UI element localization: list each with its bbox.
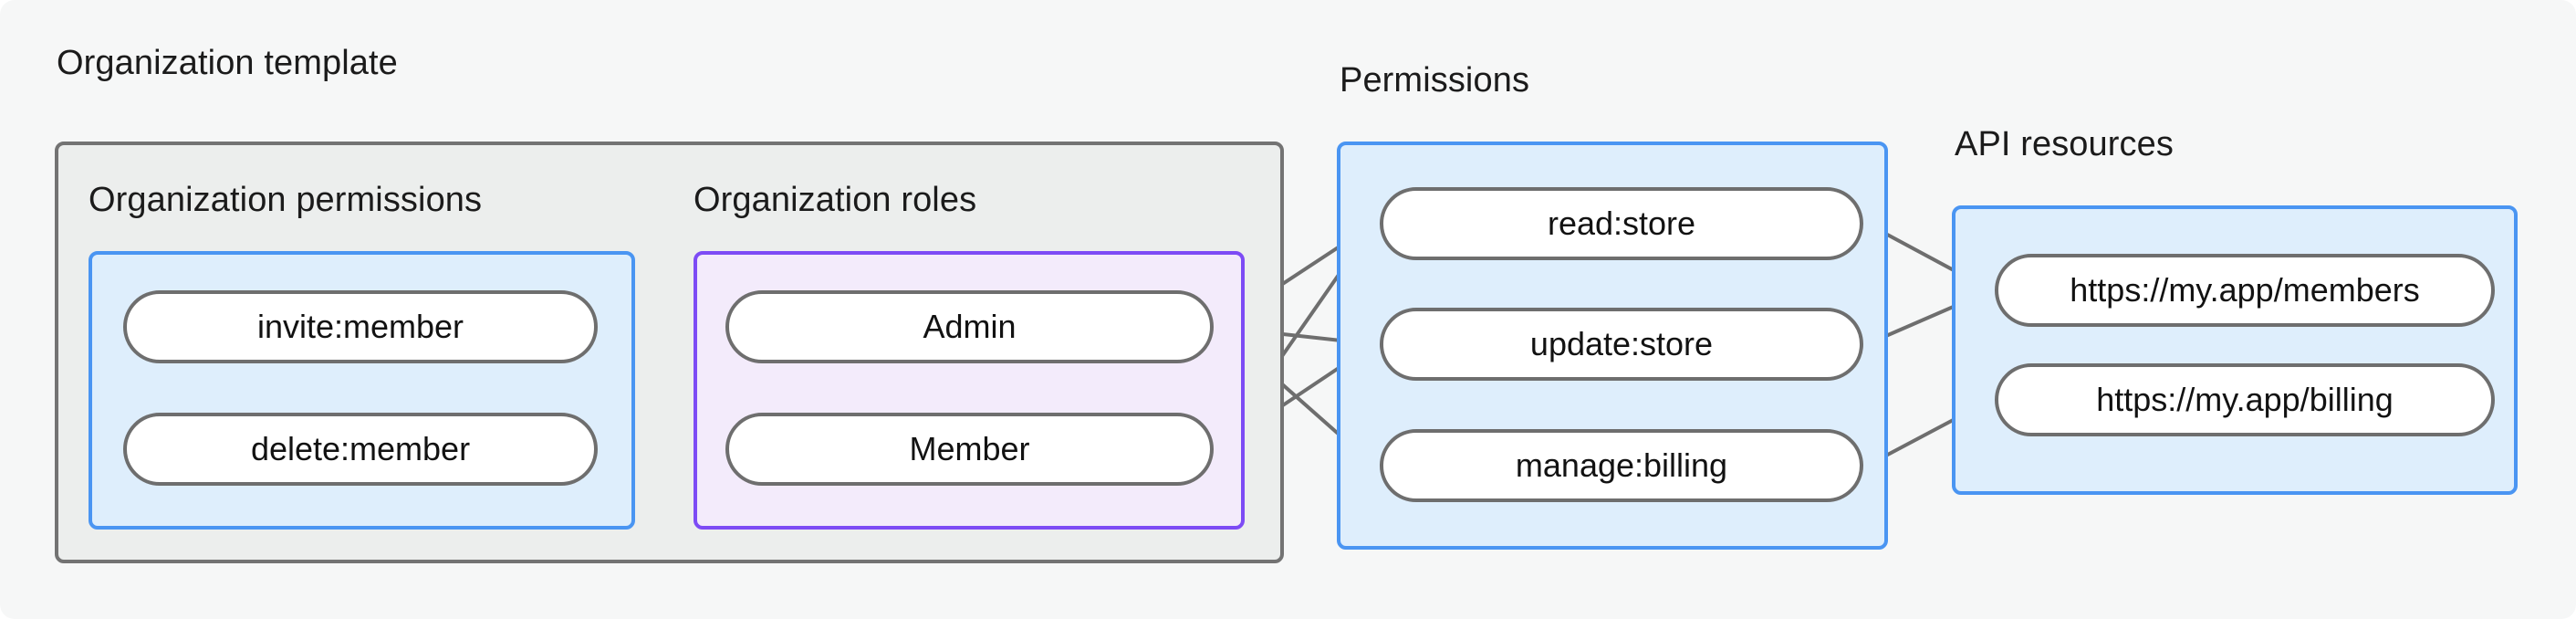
node-label: Member — [909, 430, 1030, 467]
node-delete-member[interactable]: delete:member — [123, 413, 598, 486]
node-member[interactable]: Member — [725, 413, 1214, 486]
label-api-resources: API resources — [1955, 125, 2174, 163]
label-organization-template: Organization template — [57, 44, 398, 82]
label-organization-roles: Organization roles — [694, 181, 977, 219]
node-label: delete:member — [250, 430, 471, 467]
node-label: https://my.app/members — [2070, 271, 2420, 309]
node-read-store[interactable]: read:store — [1380, 187, 1863, 260]
node-label: Admin — [923, 308, 1017, 345]
label-permissions: Permissions — [1340, 61, 1530, 100]
node-billing-resource[interactable]: https://my.app/billing — [1995, 363, 2495, 436]
node-update-store[interactable]: update:store — [1380, 308, 1863, 381]
node-members-resource[interactable]: https://my.app/members — [1995, 254, 2495, 327]
node-manage-billing[interactable]: manage:billing — [1380, 429, 1863, 502]
node-label: manage:billing — [1515, 446, 1728, 484]
label-organization-permissions: Organization permissions — [89, 181, 483, 219]
node-label: https://my.app/billing — [2096, 381, 2393, 418]
node-invite-member[interactable]: invite:member — [123, 290, 598, 363]
panel-api-resources — [1952, 205, 2518, 495]
node-label: update:store — [1529, 325, 1714, 362]
node-label: read:store — [1547, 205, 1696, 242]
node-admin[interactable]: Admin — [725, 290, 1214, 363]
node-label: invite:member — [256, 308, 464, 345]
